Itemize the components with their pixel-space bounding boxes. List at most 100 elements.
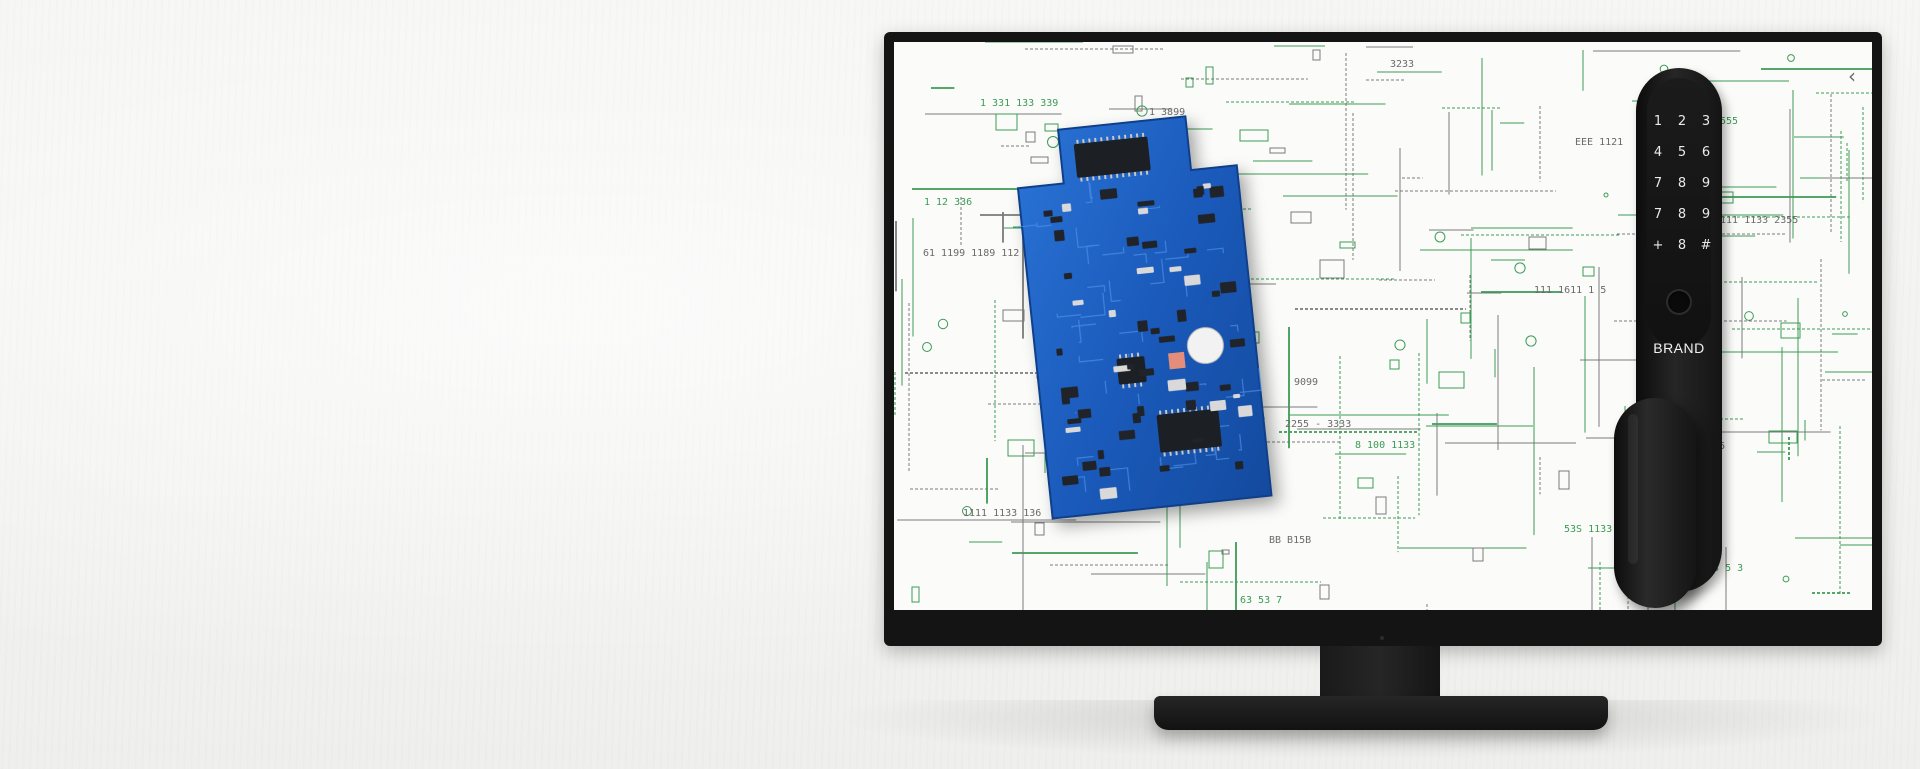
- chip-pin: [1136, 352, 1140, 357]
- pcb-trace: [1071, 323, 1097, 329]
- chip-pin: [1104, 174, 1107, 180]
- schematic-component: [1185, 77, 1194, 88]
- pcb-component: [1137, 200, 1155, 207]
- chip-pin: [1170, 409, 1174, 414]
- keypad-key[interactable]: 2: [1677, 114, 1687, 129]
- schematic-component: [1208, 550, 1224, 569]
- chip-pin: [1200, 406, 1204, 411]
- schematic-node: [922, 342, 932, 352]
- pcb-component: [1067, 418, 1082, 425]
- chip-pin: [1124, 353, 1128, 358]
- pcb-trace: [1133, 253, 1148, 264]
- pcb-chip-small: [1116, 356, 1147, 385]
- schematic-label: 5 3 5 3: [1701, 563, 1743, 574]
- keypad-key[interactable]: +: [1652, 238, 1664, 253]
- schematic-node: [1525, 335, 1537, 347]
- keypad-key[interactable]: 7: [1653, 207, 1663, 222]
- pcb-component: [1099, 487, 1118, 500]
- chip-pin: [1206, 405, 1210, 410]
- chip-pin: [1110, 174, 1113, 179]
- schematic-node: [1744, 311, 1754, 321]
- pcb-component: [1126, 236, 1140, 247]
- pcb-component: [1169, 266, 1182, 273]
- keypad-key[interactable]: 7: [1653, 176, 1663, 191]
- chip-pin: [1139, 171, 1143, 176]
- chip-pin: [1139, 382, 1143, 387]
- keypad-key[interactable]: #: [1700, 238, 1712, 253]
- keypad-key[interactable]: 8: [1677, 238, 1687, 253]
- pcb-component: [1136, 266, 1154, 275]
- schematic-component: [1780, 322, 1801, 339]
- schematic-component: [1558, 470, 1570, 490]
- pcb-trace: [1104, 380, 1108, 394]
- pcb-component: [1138, 368, 1155, 377]
- pcb-component: [1082, 460, 1097, 471]
- pcb-component: [1183, 274, 1201, 286]
- pcb-component: [1056, 348, 1063, 356]
- chip-pin: [1080, 177, 1083, 182]
- chip-pin: [1133, 171, 1137, 177]
- pcb-component: [1158, 335, 1176, 343]
- chip-pin: [1121, 173, 1125, 178]
- keypad-key[interactable]: 4: [1653, 145, 1663, 160]
- pcb-component: [1099, 466, 1111, 477]
- pcb-trace: [1137, 393, 1140, 405]
- chip-pin: [1163, 452, 1166, 457]
- schematic-label: 3233: [1390, 59, 1414, 70]
- keypad-key[interactable]: 9: [1701, 176, 1711, 191]
- schematic-node: [1434, 231, 1446, 243]
- pcb-trace: [1056, 313, 1082, 318]
- pcb-component: [1233, 393, 1241, 399]
- keypad-key[interactable]: 8: [1677, 176, 1687, 191]
- pcb-graphic: [1012, 115, 1273, 520]
- pcb-trace: [1154, 240, 1168, 254]
- pcb-component: [1137, 207, 1149, 215]
- schematic-component: [1319, 584, 1330, 600]
- schematic-label: 111 1133 2355: [1720, 215, 1798, 226]
- pcb-trace: [1076, 455, 1094, 466]
- pcb-component: [1192, 437, 1205, 443]
- pcb-component: [1141, 240, 1158, 249]
- schematic-component: [1034, 522, 1045, 536]
- pcb-component: [1185, 399, 1197, 411]
- keypad-key[interactable]: 8: [1677, 207, 1687, 222]
- pcb-trace: [1230, 324, 1239, 332]
- schematic-component: [1007, 439, 1035, 457]
- chip-pin: [1164, 409, 1168, 415]
- chip-pin: [1182, 408, 1186, 413]
- keypad-key[interactable]: 3: [1701, 114, 1711, 129]
- pcb-component: [1097, 449, 1105, 460]
- chip-pin: [1176, 408, 1180, 413]
- schematic-component: [1528, 236, 1547, 250]
- schematic-component: [911, 586, 920, 603]
- schematic-component: [1112, 45, 1134, 54]
- monitor-stand-neck: [1320, 646, 1440, 702]
- chip-pin: [1118, 135, 1121, 140]
- pcb-component: [1072, 299, 1084, 306]
- pcb-trace: [1105, 467, 1131, 491]
- schematic-node: [1514, 262, 1526, 274]
- pcb-component: [1209, 185, 1225, 198]
- chip-pin: [1106, 136, 1109, 141]
- schematic-node: [1136, 105, 1148, 117]
- schematic-component: [1312, 49, 1321, 61]
- keypad-key[interactable]: 9: [1701, 207, 1711, 222]
- keypad-key[interactable]: 6: [1701, 145, 1711, 160]
- chip-pin: [1086, 176, 1089, 182]
- pcb-component: [1061, 475, 1079, 486]
- keypad-key[interactable]: 5: [1677, 145, 1687, 160]
- pcb-trace: [1108, 280, 1121, 303]
- pcb-component: [1159, 465, 1170, 472]
- monitor-stand-base: [1154, 696, 1608, 730]
- schematic-node: [1394, 339, 1406, 351]
- chip-pin: [1129, 134, 1133, 139]
- schematic-component: [1438, 371, 1465, 389]
- schematic-label: 8 100 1133: [1355, 440, 1415, 451]
- schematic-label: 1111 1133 136: [963, 508, 1041, 519]
- pcb-component: [1197, 213, 1216, 224]
- pcb-board: [1006, 105, 1279, 527]
- schematic-component: [1319, 259, 1345, 279]
- schematic-component: [1221, 549, 1230, 555]
- keypad-key[interactable]: 1: [1653, 114, 1663, 129]
